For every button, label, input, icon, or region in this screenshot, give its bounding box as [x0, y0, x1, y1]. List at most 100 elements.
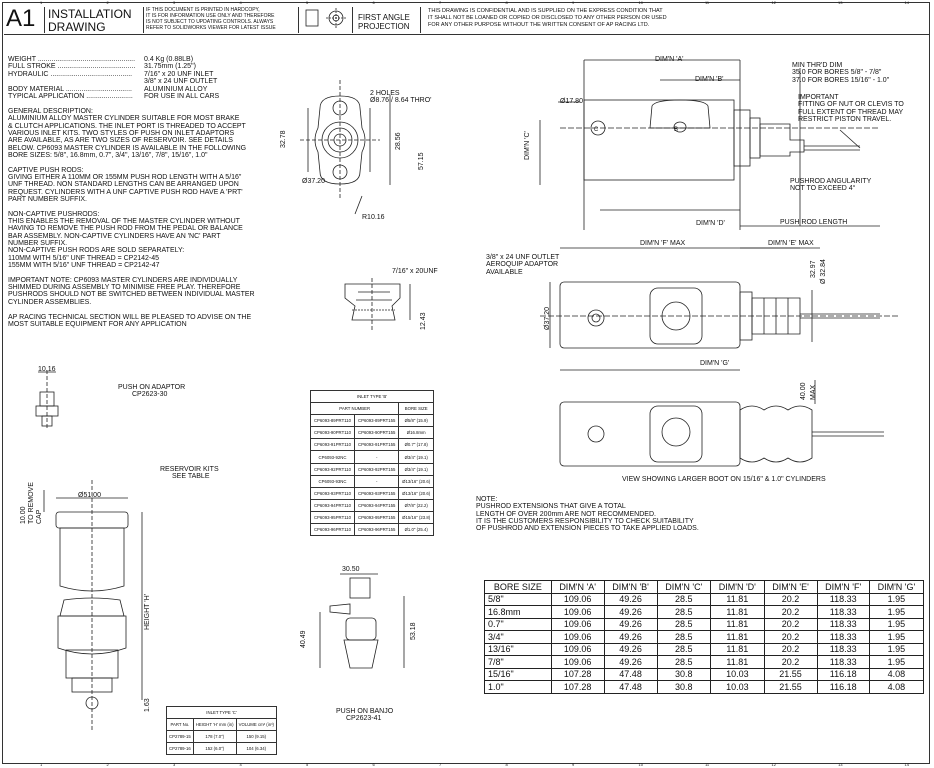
dim-1-63: 1.63 — [144, 698, 151, 712]
dim-40-49: 40.49 — [300, 630, 307, 648]
dim-32-97: 32.97 — [810, 260, 817, 278]
pushrod-note: OF PUSHROD AND EXTENSION PIECES TO TAKE … — [476, 525, 699, 533]
table-cell: 20.2 — [763, 630, 818, 644]
table-cell: - — [354, 450, 400, 464]
note-line-captive: REQUEST. CYLINDERS WITH A UNF CAPTIVE PU… — [8, 188, 243, 196]
divider — [298, 7, 299, 33]
note-line-general: & CLUTCH APPLICATIONS. THE INLET PORT IS… — [8, 122, 246, 130]
table-cell: 15/16" — [484, 667, 552, 681]
dim-d: DIM'N 'D' — [696, 220, 725, 227]
table-cell: 107.28 — [550, 680, 605, 694]
table-cell: Ø13/16" (20.6) — [398, 486, 434, 500]
table-header: PART No. — [166, 718, 194, 732]
table-cell: 116.18 — [816, 680, 870, 694]
table-cell: Ø5/8" (15.9) — [398, 414, 434, 428]
dim-e: DIM'N 'E' MAX — [768, 240, 814, 247]
projection-line2: PROJECTION — [358, 22, 410, 31]
spec-value: 7/16" x 20 UNF INLET — [144, 70, 214, 78]
confidential-3: FOR ANY OTHER PURPOSE WITHOUT THE WRITTE… — [428, 22, 650, 28]
note-line-noncaptive: THIS ENABLES THE REMOVAL OF THE MASTER C… — [8, 218, 240, 226]
table-cell: CP6093-92PRT155 — [354, 462, 400, 476]
pushrod-note: NOTE: — [476, 496, 498, 503]
note-line-important: IMPORTANT NOTE: CP6093 MASTER CYLINDERS … — [8, 276, 238, 284]
table-cell: 49.26 — [603, 617, 658, 631]
dim-37-20: Ø37.20 — [302, 178, 325, 185]
zone-label: 3 — [173, 762, 176, 767]
zone-label: 11 — [705, 0, 710, 5]
title-line1: INSTALLATION — [48, 7, 132, 21]
table-cell: 11.81 — [710, 655, 765, 669]
table-cell: 107.28 — [550, 667, 605, 681]
table-cell: 49.26 — [603, 592, 658, 606]
zone-label: 11 — [705, 762, 710, 767]
spec-value: 3/8" x 24 UNF OUTLET — [144, 78, 218, 86]
table-cell: CP6093-94PRT155 — [354, 498, 400, 512]
table-cell: CP6093-96PRT110 — [309, 523, 356, 537]
note-line-noncaptive: HAVING TO REMOVE THE PUSH ROD FROM THE P… — [8, 225, 243, 233]
table-cell: 118.33 — [816, 592, 870, 606]
zone-label: 2 — [106, 0, 109, 5]
dim-37-20b: Ø37.20 — [544, 307, 551, 330]
table-cell: 30.8 — [656, 680, 712, 694]
table-cell: - — [354, 474, 400, 488]
angularity-note: NOT TO EXCEED 4° — [790, 185, 856, 193]
outlet-note: AVAILABLE — [486, 268, 523, 276]
table-cell: 118.33 — [816, 655, 870, 669]
table-cell: 1.0" — [484, 680, 552, 694]
dim-28-56: 28.56 — [395, 132, 402, 150]
zone-label: 7 — [439, 762, 442, 767]
zone-label: 5 — [306, 762, 309, 767]
note-line-captive: UNF THREAD. NON STANDARD LENGTHS CAN BE … — [8, 181, 239, 189]
divider — [420, 7, 421, 33]
table-cell: 118.33 — [816, 617, 870, 631]
spec-value: 0.4 Kg (0.88LB) — [144, 56, 194, 63]
table-header: DIM'N 'E' — [763, 580, 818, 594]
table-cell: CP6093-93NC — [309, 474, 356, 488]
important-fitting-note: RESTRICT PISTON TRAVEL. — [798, 115, 892, 123]
table-cell: 49.26 — [603, 655, 658, 669]
table-header: VOLUME cm³ (in³) — [235, 718, 277, 732]
table-cell: Ø0.7" (17.8) — [398, 438, 434, 452]
note-line-general: GENERAL DESCRIPTION: — [8, 108, 93, 115]
table-cell: CP6093-89PRT155 — [354, 414, 400, 428]
spec-value: 31.75mm (1.25") — [144, 63, 196, 71]
note-line-general: VARIOUS INLET KITS. TWO STYLES OF PUSH O… — [8, 129, 235, 137]
zone-label: 1 — [40, 762, 43, 767]
table-cell: 16.8mm — [484, 605, 552, 619]
table-cell: CP6093-92NC — [309, 450, 356, 464]
zone-label: 12 — [771, 0, 776, 5]
zone-label: 6 — [372, 762, 375, 767]
hardcopy-notice-2: IT IS FOR INFORMATION USE ONLY AND THERE… — [146, 13, 275, 19]
table-cell: 47.48 — [603, 680, 658, 694]
table-cell: CP6093-93PRT155 — [354, 486, 400, 500]
dim-32-78: 32.78 — [280, 130, 287, 148]
table-cell: 28.5 — [656, 655, 712, 669]
table-header: DIM'N 'D' — [710, 580, 765, 594]
spec-value: FOR USE IN ALL CARS — [144, 93, 220, 100]
table-cell: 178 (7.0") — [192, 730, 237, 744]
table-cell: 116.18 — [816, 667, 870, 681]
hardcopy-notice-4: REFER TO SOLIDWORKS VIEWER FOR LATEST IS… — [146, 25, 276, 31]
title-divider — [44, 7, 141, 33]
table-cell: 20.2 — [763, 617, 818, 631]
note-line-captive: CAPTIVE PUSH RODS: — [8, 166, 84, 174]
min-thread-note: 35.0 FOR BORES 5/8" - 7/8" — [792, 69, 882, 77]
table-cell: CP2789-16 — [166, 742, 194, 756]
title-block-bottom-line — [4, 34, 930, 35]
push-rod-length: PUSH ROD LENGTH — [780, 219, 848, 226]
zone-label: 9 — [572, 0, 575, 5]
reservoir-kits-label: RESERVOIR KITS — [160, 466, 219, 473]
zone-label: 13 — [838, 762, 843, 767]
dim-10-16: 10.16 — [38, 366, 56, 373]
angularity-note: PUSHROD ANGULARITY — [790, 178, 872, 185]
inlet-table-col-bore: BORE SIZE — [398, 402, 434, 416]
table-cell: 7/8" — [484, 655, 552, 669]
